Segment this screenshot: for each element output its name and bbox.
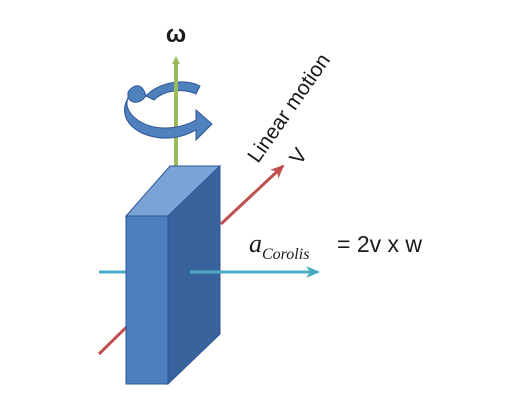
block	[124, 164, 222, 386]
coriolis-rhs: = 2v x w	[337, 231, 422, 257]
block-front-face	[125, 215, 169, 385]
velocity-label: V	[285, 144, 312, 169]
rotation-arrow-band	[127, 85, 147, 103]
coriolis-subscript: Corolis	[262, 246, 309, 263]
velocity-axis	[219, 164, 285, 226]
rotation-arrow-back	[145, 81, 201, 101]
coriolis-equation: aCorolis	[249, 229, 309, 263]
omega-label: ω	[166, 21, 186, 48]
rotation-arrow-front	[124, 97, 213, 142]
coriolis-a: a	[249, 229, 262, 258]
